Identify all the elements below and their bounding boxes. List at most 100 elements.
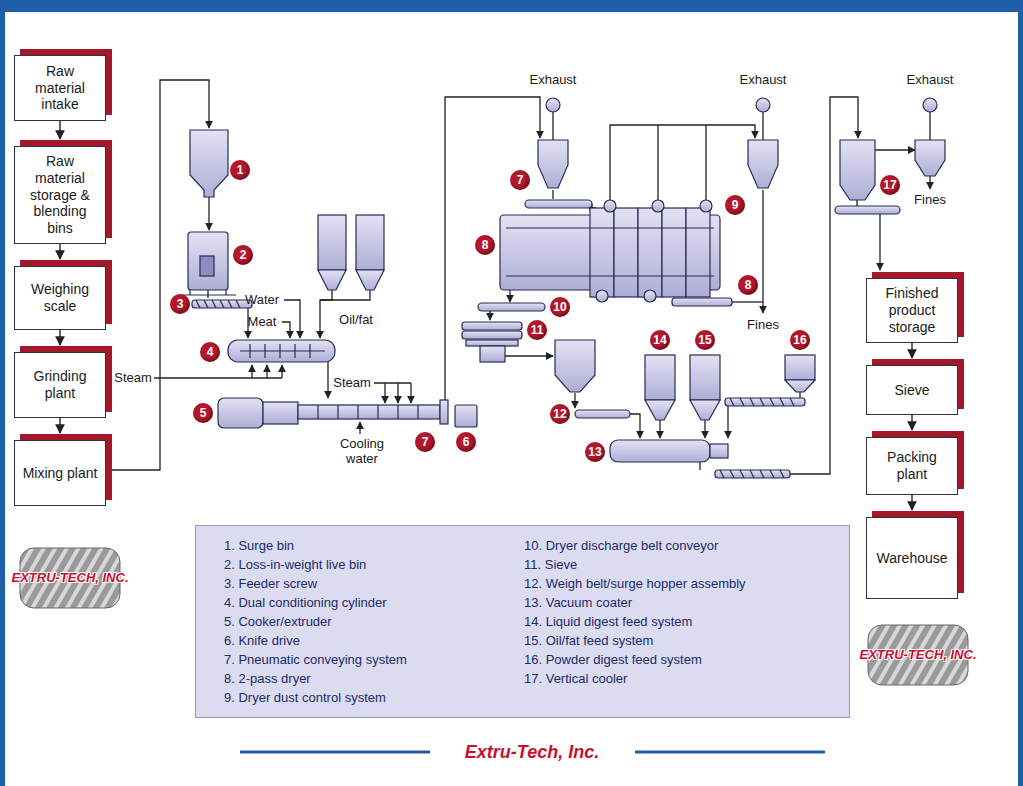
callout-number: 16 bbox=[790, 330, 810, 350]
callout-number: 2 bbox=[233, 245, 253, 265]
equipment bbox=[466, 340, 518, 346]
process-pipe bbox=[320, 290, 370, 300]
box-label: Weighing scale bbox=[20, 281, 100, 315]
equipment bbox=[725, 398, 805, 406]
process-box: Weighing scale bbox=[14, 266, 106, 330]
equipment bbox=[700, 200, 712, 212]
flow-arrow bbox=[59, 244, 60, 259]
process-pipe bbox=[553, 112, 930, 140]
process-pipe bbox=[397, 383, 398, 403]
process-pipe bbox=[359, 422, 360, 434]
legend-item: 11. Sieve bbox=[524, 555, 577, 574]
stream-label: Water bbox=[245, 293, 279, 308]
equipment bbox=[710, 444, 728, 458]
process-pipe bbox=[875, 149, 915, 150]
equipment bbox=[318, 215, 346, 270]
process-pipe bbox=[657, 125, 658, 205]
legend-item: 5. Cooker/extruder bbox=[224, 612, 332, 631]
legend-item: 17. Vertical cooler bbox=[524, 669, 627, 688]
callout-number: 10 bbox=[550, 297, 570, 317]
process-pipe bbox=[384, 383, 385, 403]
box-label: Raw material intake bbox=[20, 63, 100, 113]
process-box: Grinding plant bbox=[14, 352, 106, 418]
equipment bbox=[672, 298, 732, 306]
equipment bbox=[190, 130, 228, 197]
box-label: Packing plant bbox=[872, 449, 952, 483]
legend-item: 4. Dual conditioning cylinder bbox=[224, 593, 387, 612]
equipment bbox=[525, 200, 592, 208]
legend-item: 10. Dryer discharge belt conveyor bbox=[524, 536, 718, 555]
process-pipe bbox=[509, 290, 510, 302]
legend-item: 9. Dryer dust control system bbox=[224, 688, 386, 707]
equipment bbox=[644, 290, 656, 302]
process-pipe bbox=[699, 462, 700, 470]
box-label: Raw material storage & blending bins bbox=[20, 153, 100, 237]
process-box: Raw material intake bbox=[14, 55, 106, 121]
legend-item: 6. Knife drive bbox=[224, 631, 300, 650]
callout-number: 14 bbox=[650, 330, 670, 350]
legend-item: 14. Liquid digest feed system bbox=[524, 612, 692, 631]
process-pipe bbox=[281, 365, 282, 378]
equipment bbox=[645, 400, 675, 420]
process-box: Mixing plant bbox=[14, 440, 106, 506]
process-pipe bbox=[727, 406, 728, 438]
callout-number: 11 bbox=[527, 320, 547, 340]
caption: Extru-Tech, Inc. bbox=[465, 742, 599, 763]
equipment bbox=[715, 470, 790, 478]
legend-item: 16. Powder digest feed system bbox=[524, 650, 702, 669]
equipment bbox=[182, 130, 945, 478]
callout-number: 12 bbox=[550, 404, 570, 424]
callout-number: 13 bbox=[585, 442, 605, 462]
equipment bbox=[915, 140, 945, 176]
exhaust-fan bbox=[546, 98, 937, 112]
box-label: Grinding plant bbox=[20, 368, 100, 402]
equipment bbox=[638, 208, 662, 297]
equipment bbox=[604, 200, 616, 212]
equipment bbox=[196, 300, 240, 308]
equipment bbox=[192, 300, 252, 308]
process-pipe bbox=[207, 290, 208, 298]
equipment bbox=[835, 206, 900, 214]
equipment bbox=[610, 440, 710, 462]
callout-number: 17 bbox=[880, 175, 900, 195]
equipment bbox=[785, 355, 815, 380]
equipment bbox=[200, 256, 214, 276]
legend-item: 8. 2-pass dryer bbox=[224, 669, 311, 688]
process-pipe bbox=[732, 301, 763, 302]
equipment bbox=[748, 140, 778, 188]
exhaust-fan bbox=[756, 98, 770, 112]
equipment bbox=[356, 215, 384, 270]
callout-number: 7 bbox=[415, 432, 435, 452]
equipment bbox=[462, 331, 522, 339]
stream-label: Steam bbox=[114, 371, 152, 386]
equipment bbox=[840, 140, 875, 200]
legend-item: 7. Pneumatic conveying system bbox=[224, 650, 407, 669]
equipment bbox=[614, 208, 638, 297]
flow-arrow bbox=[59, 121, 60, 139]
callout-number: 9 bbox=[725, 195, 745, 215]
logo-text: EXTRU-TECH, INC. bbox=[12, 571, 129, 586]
process-pipe bbox=[284, 300, 300, 338]
equipment bbox=[730, 398, 794, 406]
process-pipe bbox=[489, 311, 490, 320]
flow-arrow bbox=[911, 495, 912, 510]
callout-number: 4 bbox=[200, 342, 220, 362]
stream-label: Fines bbox=[914, 193, 946, 208]
flow-arrow bbox=[59, 330, 60, 345]
equipment bbox=[455, 405, 477, 427]
stream-label: Cooling water bbox=[335, 437, 389, 467]
equipment bbox=[218, 398, 263, 428]
process-pipe bbox=[552, 190, 553, 199]
legend-item: 13. Vacuum coater bbox=[524, 593, 632, 612]
process-box: Packing plant bbox=[866, 437, 958, 495]
process-pipe bbox=[610, 125, 755, 205]
process-pipe bbox=[208, 197, 209, 230]
process-pipe bbox=[799, 392, 800, 398]
legend-item: 12. Weigh belt/surge hopper assembly bbox=[524, 574, 746, 593]
legend-panel: 1. Surge bin2. Loss-in-weight live bin3.… bbox=[195, 525, 850, 718]
legend-item: 1. Surge bin bbox=[224, 536, 294, 555]
equipment bbox=[645, 355, 675, 400]
legend-item: 2. Loss-in-weight live bin bbox=[224, 555, 366, 574]
flow-arrow bbox=[59, 418, 60, 433]
process-pipe bbox=[659, 420, 660, 438]
